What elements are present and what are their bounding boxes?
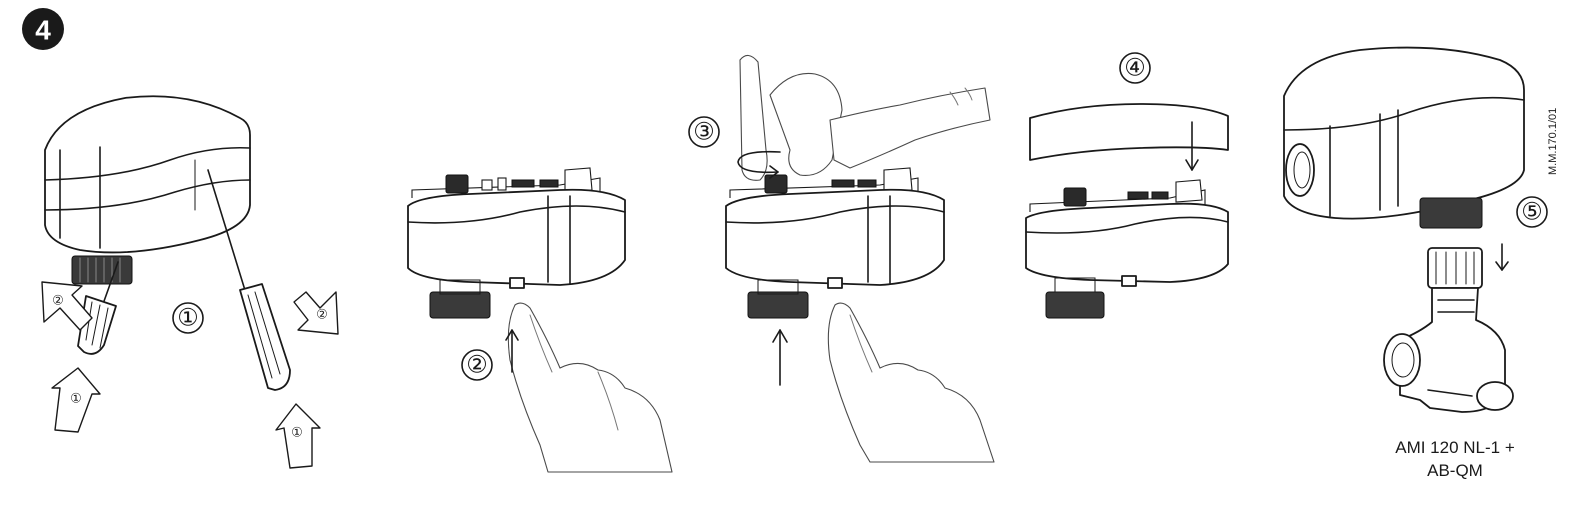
screwdriver-icon — [77, 261, 119, 355]
actuator-icon — [407, 167, 626, 319]
callout-1: ① — [172, 302, 204, 334]
callout-5-label: ⑤ — [1521, 199, 1543, 226]
step-badge-number: 4 — [35, 15, 51, 46]
caption-line-2: AB-QM — [1427, 461, 1483, 480]
cover-icon — [1029, 103, 1229, 161]
arrow-label: ② — [316, 307, 328, 322]
callout-1-label: ① — [177, 305, 199, 332]
arrow-icon: ② — [293, 291, 339, 335]
callout-4: ④ — [1119, 52, 1151, 84]
actuator-icon — [44, 95, 251, 285]
screwdriver-icon — [207, 169, 291, 391]
arrow-icon — [772, 329, 788, 386]
valve-icon — [1383, 247, 1514, 413]
actuator-icon — [1025, 179, 1229, 319]
finger-icon — [739, 54, 991, 181]
drawing-code: M.M.170.1/01 — [1547, 108, 1559, 175]
actuator-icon — [725, 167, 945, 319]
arrow-label: ① — [70, 391, 82, 406]
arrow-icon — [737, 150, 781, 179]
caption-line-1: AMI 120 NL-1 + — [1395, 438, 1515, 457]
callout-3: ③ — [688, 116, 720, 148]
arrow-icon: ① — [51, 367, 101, 433]
panel-2-press-button: ② — [407, 167, 673, 473]
finger-icon — [507, 302, 673, 473]
step-badge: 4 — [22, 8, 64, 50]
actuator-icon — [1283, 46, 1525, 229]
panel-1-remove-cover: ② ② ① ① ① — [41, 95, 339, 469]
callout-2-label: ② — [466, 352, 488, 379]
arrow-icon — [1495, 243, 1509, 271]
arrow-icon — [505, 329, 519, 373]
finger-icon — [827, 302, 995, 463]
callout-5: ⑤ — [1516, 196, 1548, 228]
callout-2: ② — [461, 349, 493, 381]
panel-4-replace-cover: ④ — [1025, 52, 1229, 319]
arrow-icon — [1185, 121, 1199, 171]
panel-5-mount-valve: ⑤ M.M.170.1/01 AMI 120 NL-1 + AB-QM — [1283, 46, 1559, 480]
panel-3-rotate-knob: ③ — [688, 54, 995, 463]
arrow-icon: ② — [41, 281, 93, 331]
arrow-icon: ① — [275, 403, 321, 469]
callout-3-label: ③ — [693, 119, 715, 146]
arrow-label: ① — [291, 425, 303, 440]
callout-4-label: ④ — [1124, 55, 1146, 82]
arrow-label: ② — [52, 293, 64, 308]
